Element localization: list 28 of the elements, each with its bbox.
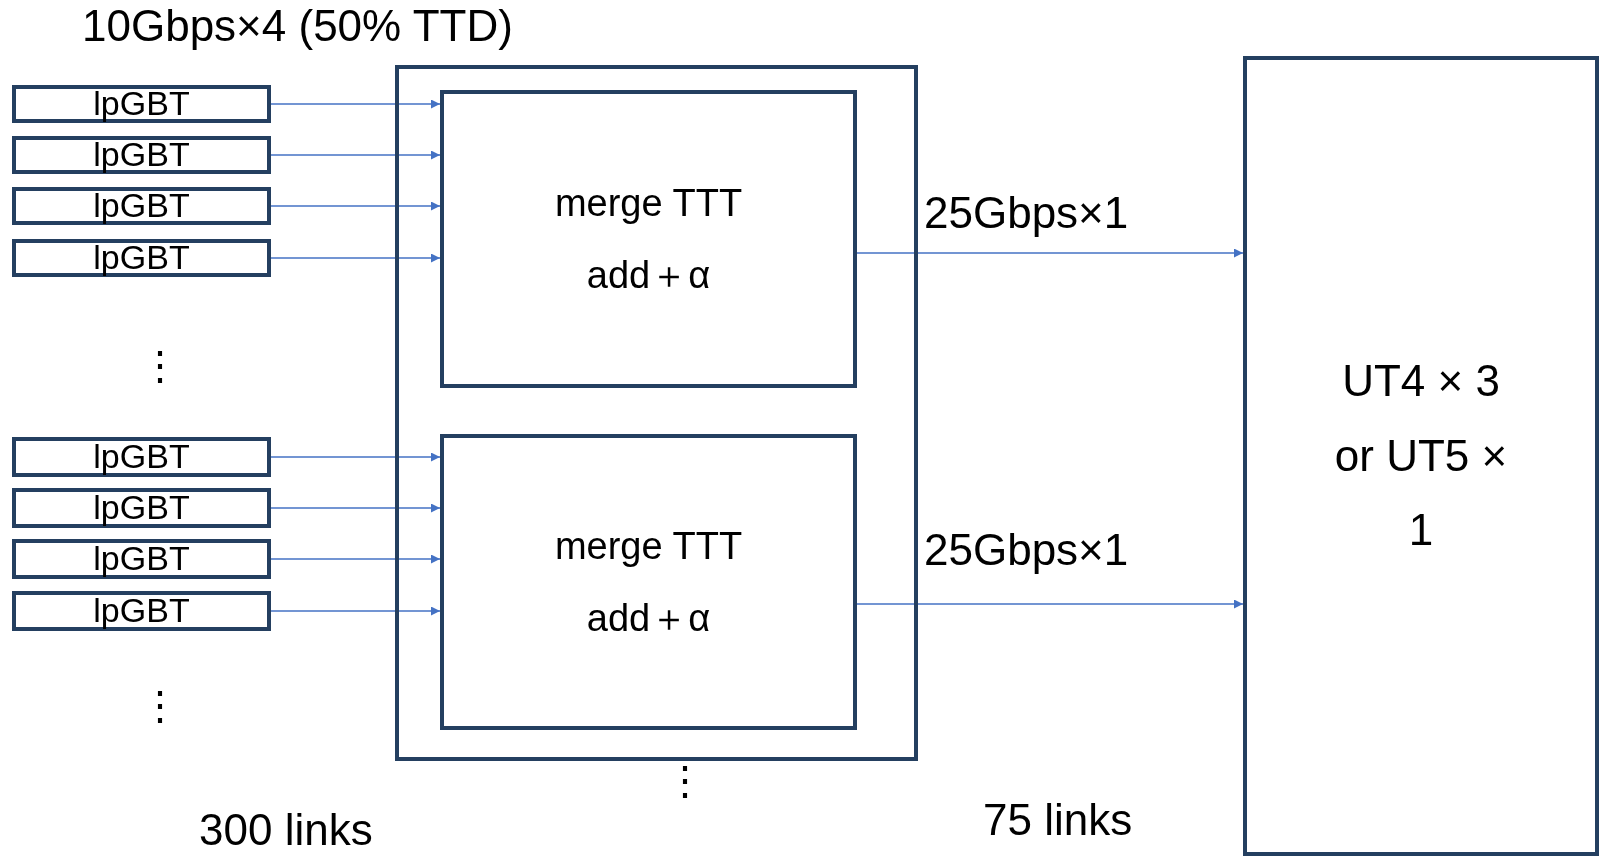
module-box: [395, 65, 918, 761]
arrow: [270, 150, 441, 160]
arrow: [270, 503, 441, 513]
chip-box: lpGBT: [12, 591, 271, 631]
ellipsis-mark: ⋮: [140, 345, 180, 385]
chip-box: lpGBT: [12, 187, 271, 225]
process-box: merge TTT add＋α: [440, 90, 857, 388]
process-box: merge TTT add＋α: [440, 434, 857, 730]
arrow: [270, 452, 441, 462]
arrow: [270, 201, 441, 211]
arrow: [270, 253, 441, 263]
link-count-label: 75 links: [983, 798, 1133, 842]
arrow: [856, 599, 1244, 609]
arrow: [270, 99, 441, 109]
chip-box: lpGBT: [12, 239, 271, 277]
ellipsis-mark: ⋮: [665, 760, 705, 800]
chip-box: lpGBT: [12, 136, 271, 174]
heading: 10Gbps×4 (50% TTD): [82, 4, 513, 48]
arrow: [270, 554, 441, 564]
chip-box: lpGBT: [12, 539, 271, 579]
chip-box: lpGBT: [12, 437, 271, 477]
ellipsis-mark: ⋮: [140, 685, 180, 725]
chip-box: lpGBT: [12, 85, 271, 123]
board-box: UT4 × 3 or UT5 × 1: [1243, 56, 1599, 856]
link-count-label: 300 links: [199, 808, 373, 852]
arrow: [270, 606, 441, 616]
arrow: [856, 248, 1244, 258]
chip-box: lpGBT: [12, 488, 271, 528]
